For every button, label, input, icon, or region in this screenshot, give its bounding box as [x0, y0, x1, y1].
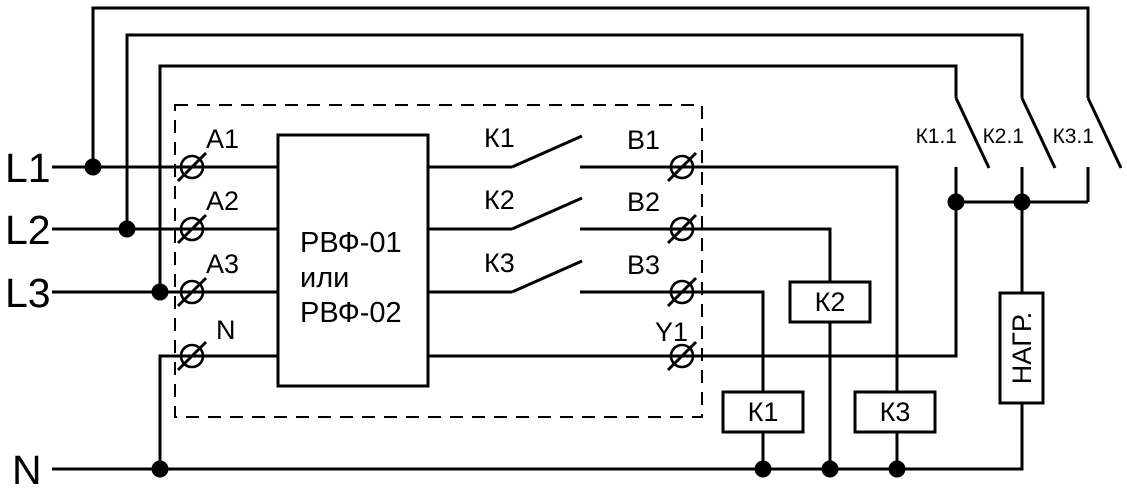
junction-bus-k1-1	[947, 193, 965, 211]
terminal-label-a2: А2	[206, 186, 239, 216]
device-box: РВФ-01 или РВФ-02	[276, 133, 430, 388]
terminal-label-b2: В2	[627, 187, 660, 217]
rail-label-l1: L1	[5, 145, 51, 191]
terminal-a2	[176, 213, 208, 245]
rail-label-l3: L3	[5, 270, 51, 316]
junction-n-device	[151, 460, 169, 478]
terminal-label-a3: А3	[206, 249, 239, 279]
relay-coil-k2-outline	[788, 280, 872, 324]
wire-y1-to-junction	[428, 202, 958, 358]
junction-l1-feed	[84, 158, 102, 176]
load-box: НАГР.	[998, 291, 1045, 405]
device-boundary-dashed-box	[174, 104, 703, 418]
terminal-n	[176, 340, 208, 372]
terminal-a1	[176, 151, 208, 183]
terminal-label-a1: А1	[206, 124, 239, 154]
device-model-line3: РВФ-02	[300, 297, 402, 329]
relay-coil-k1-label: К1	[748, 397, 779, 427]
contact-k2-1-blade	[1020, 97, 1057, 169]
load-box-outline	[998, 291, 1045, 405]
junction-l3-feed	[151, 283, 169, 301]
contact-label-k3: К3	[484, 248, 515, 278]
device-model-line2: или	[300, 262, 349, 294]
terminal-label-n: N	[216, 315, 236, 345]
feed-wire-l1-to-k3-1	[91, 6, 1090, 167]
contact-k1-blade	[511, 134, 583, 169]
terminal-label-b1: В1	[627, 125, 660, 155]
relay-coil-k1: К1	[721, 390, 805, 434]
relay-coil-k2-label: К2	[815, 287, 846, 317]
junction-n-coil-k3	[888, 460, 906, 478]
wire-b1-to-coil-k3	[580, 165, 899, 392]
relay-coil-k3: К3	[853, 390, 937, 434]
wire-b2-to-coil-k2	[580, 227, 832, 282]
terminal-b1	[666, 151, 698, 183]
terminal-b2	[666, 213, 698, 245]
contact-label-k1-1: К1.1	[916, 125, 957, 148]
rail-label-n: N	[12, 447, 42, 493]
feed-wire-l2-to-k2-1	[125, 33, 1024, 229]
load-label: НАГР.	[1007, 312, 1037, 385]
contact-label-k2-1: К2.1	[983, 125, 1024, 148]
relay-coil-k3-label: К3	[880, 397, 911, 427]
terminal-label-y1: Y1	[655, 317, 688, 347]
contact-k1-1-blade	[954, 97, 991, 169]
feed-wire-l3-to-k1-1	[158, 64, 958, 292]
terminal-label-b3: В3	[627, 250, 660, 280]
contact-label-k1: К1	[484, 123, 515, 153]
relay-coil-k3-outline	[853, 390, 937, 434]
wire-b3-to-coil-k1	[580, 290, 765, 392]
junction-bus-k2-1	[1013, 193, 1031, 211]
device-box-outline	[276, 133, 430, 388]
contact-label-k2: К2	[484, 185, 515, 215]
terminal-y1	[666, 340, 698, 372]
contact-label-k3-1: К3.1	[1053, 125, 1094, 148]
junction-l2-feed	[118, 220, 136, 238]
relay-coil-k1-outline	[721, 390, 805, 434]
rail-label-l2: L2	[5, 207, 51, 253]
terminal-b3	[666, 276, 698, 308]
device-model-line1: РВФ-01	[300, 227, 402, 259]
device-neutral-wire	[158, 354, 278, 469]
contact-k3-blade	[511, 259, 583, 294]
junction-n-coil-k1	[754, 460, 772, 478]
junction-n-coil-k2	[821, 460, 839, 478]
terminal-a3	[176, 276, 208, 308]
contact-k2-blade	[511, 196, 583, 231]
contact-k3-1-blade	[1086, 97, 1123, 169]
relay-coil-k2: К2	[788, 280, 872, 324]
